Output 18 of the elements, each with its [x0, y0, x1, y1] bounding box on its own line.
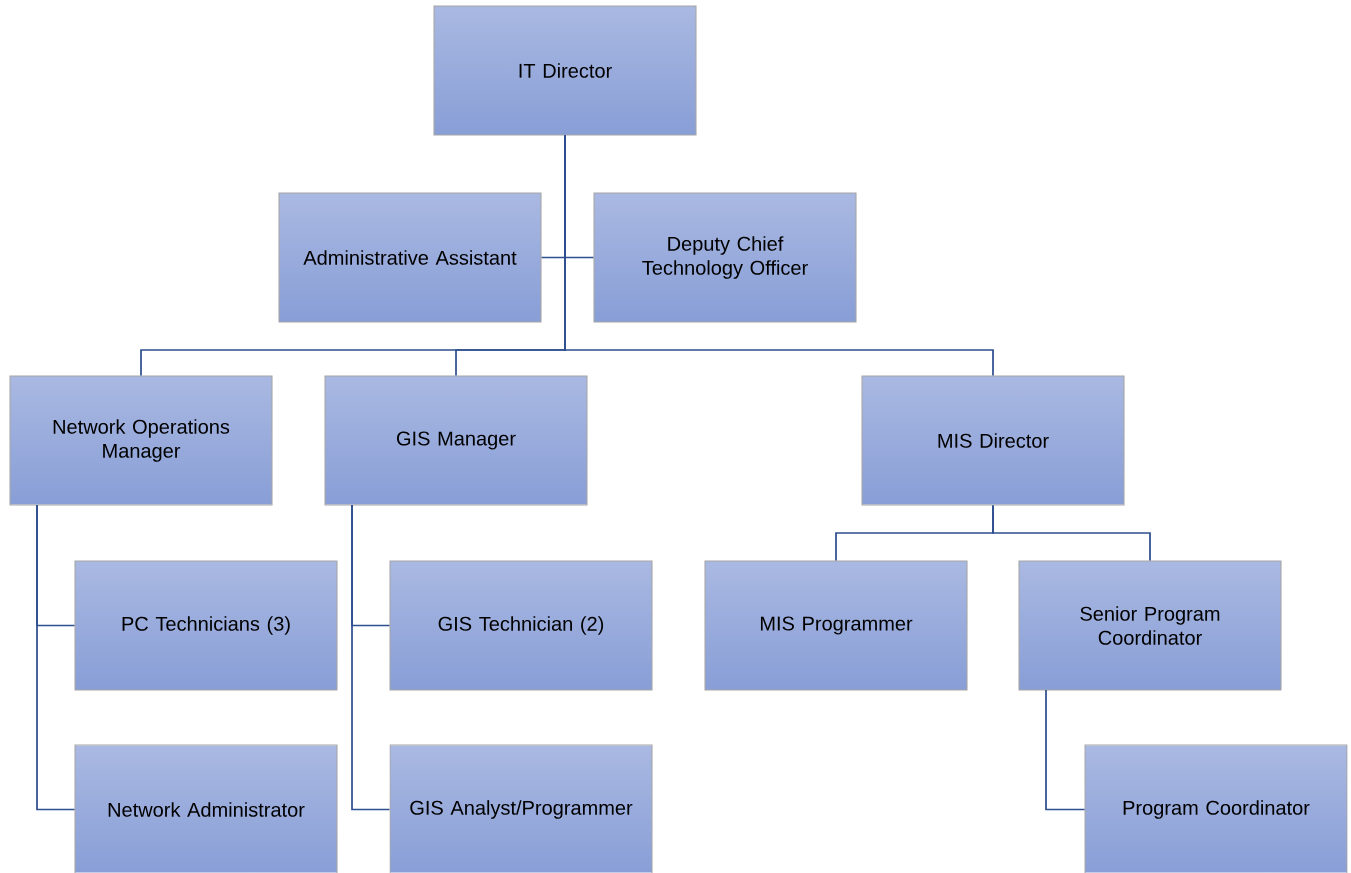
position-box: GIS Manager	[324, 375, 588, 506]
position-box: PC Technicians (3)	[74, 560, 338, 691]
connector-line	[351, 504, 391, 811]
position-box: Network Administrator	[74, 744, 338, 873]
position-box: MIS Director	[861, 375, 1125, 506]
connector-line	[36, 504, 76, 811]
position-box: Administrative Assistant	[278, 192, 542, 323]
position-box: GIS Analyst/Programmer	[389, 744, 653, 873]
position-box: GIS Technician (2)	[389, 560, 653, 691]
position-box: MIS Programmer	[704, 560, 968, 691]
position-box: Network Operations Manager	[9, 375, 273, 506]
position-box: IT Director	[433, 5, 697, 136]
connector-line	[1045, 689, 1086, 811]
position-box: Program Coordinator	[1084, 744, 1348, 873]
connector-line	[564, 134, 994, 377]
position-box: Deputy Chief Technology Officer	[593, 192, 857, 323]
connector-line	[992, 504, 1151, 562]
position-box: Senior Program Coordinator	[1018, 560, 1282, 691]
